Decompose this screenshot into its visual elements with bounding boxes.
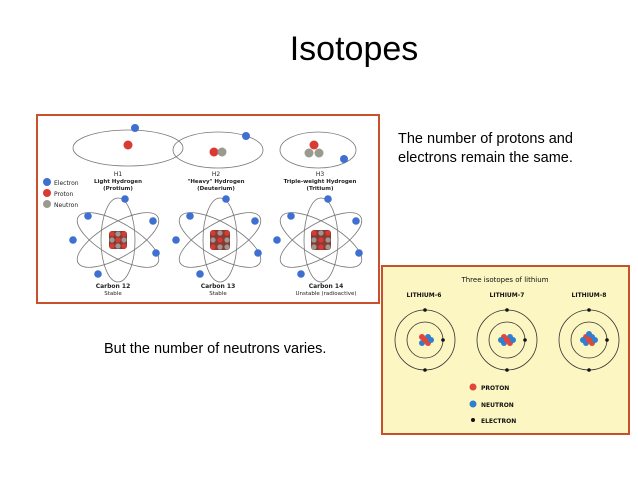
legend-electron-label: Electron — [54, 180, 79, 187]
c14-sub: Unstable (radioactive) — [295, 291, 356, 297]
c12-name: Carbon 12 — [96, 283, 131, 290]
h3-proton — [309, 140, 319, 150]
lithium-isotopes-figure: Three isotopes of lithium LITHIUM-6 LITH… — [381, 265, 630, 435]
lithium-8-label: LITHIUM-8 — [572, 292, 607, 299]
h1-sub: (Protium) — [103, 186, 133, 192]
legend-neutron-icon — [43, 200, 51, 208]
h2-symbol: H2 — [212, 171, 221, 178]
neutrons-note: But the number of neutrons varies. — [104, 341, 327, 357]
li-legend-neutron-label: NEUTRON — [481, 402, 514, 409]
protons-electrons-note: The number of protons and electrons rema… — [398, 131, 573, 166]
h3-name: Triple-weight Hydrogen — [284, 179, 357, 185]
h2-electron — [242, 132, 250, 140]
h1-name: Light Hydrogen — [94, 179, 142, 185]
legend-proton-icon — [43, 189, 51, 197]
lithium-diagram-svg: Three isotopes of lithium LITHIUM-6 LITH… — [394, 276, 620, 425]
legend-neutron-label: Neutron — [54, 202, 78, 209]
h3-neutron-a — [304, 148, 314, 158]
h3-orbit — [279, 131, 357, 169]
li-legend-proton-icon — [469, 383, 477, 391]
h1-symbol: H1 — [114, 171, 123, 178]
lithium-title: Three isotopes of lithium — [460, 276, 548, 284]
h3-sub: (Tritium) — [307, 186, 334, 192]
carbon-12-atom — [69, 195, 160, 283]
h3-electron — [340, 155, 348, 163]
h2-name: "Heavy" Hydrogen — [187, 179, 244, 185]
carbon-13-atom — [172, 195, 262, 283]
li-legend-proton-label: PROTON — [481, 385, 509, 392]
h3-symbol: H3 — [316, 171, 325, 178]
lithium-7-label: LITHIUM-7 — [490, 292, 525, 299]
c13-sub: Stable — [209, 291, 227, 297]
legend-proton-label: Proton — [54, 191, 74, 198]
h1-electron — [131, 124, 139, 132]
h1-orbit — [72, 129, 184, 167]
isotopes-diagram-svg: Electron Proton Neutron H1 Light Hydroge… — [43, 124, 363, 297]
lithium-7-atom — [476, 308, 538, 372]
h2-proton — [209, 147, 219, 157]
h3-neutron-b — [314, 148, 324, 158]
lithium-6-atom — [394, 308, 456, 372]
h2-sub: (Deuterium) — [197, 186, 235, 192]
h1-proton — [123, 140, 133, 150]
c14-name: Carbon 14 — [309, 283, 344, 290]
slide-title: Isotopes — [289, 30, 419, 68]
c12-sub: Stable — [104, 291, 122, 297]
li-legend-electron-icon — [471, 418, 475, 422]
lithium-8-atom — [558, 308, 620, 372]
li-legend-electron-label: ELECTRON — [481, 418, 516, 425]
h2-orbit — [172, 131, 264, 169]
li-legend-neutron-icon — [469, 400, 477, 408]
h2-neutron — [217, 147, 227, 157]
lithium-6-label: LITHIUM-6 — [407, 292, 442, 299]
legend-electron-icon — [43, 178, 51, 186]
carbon-14-atom — [273, 195, 363, 283]
c13-name: Carbon 13 — [201, 283, 236, 290]
hydrogen-carbon-isotopes-figure: Electron Proton Neutron H1 Light Hydroge… — [36, 114, 380, 304]
